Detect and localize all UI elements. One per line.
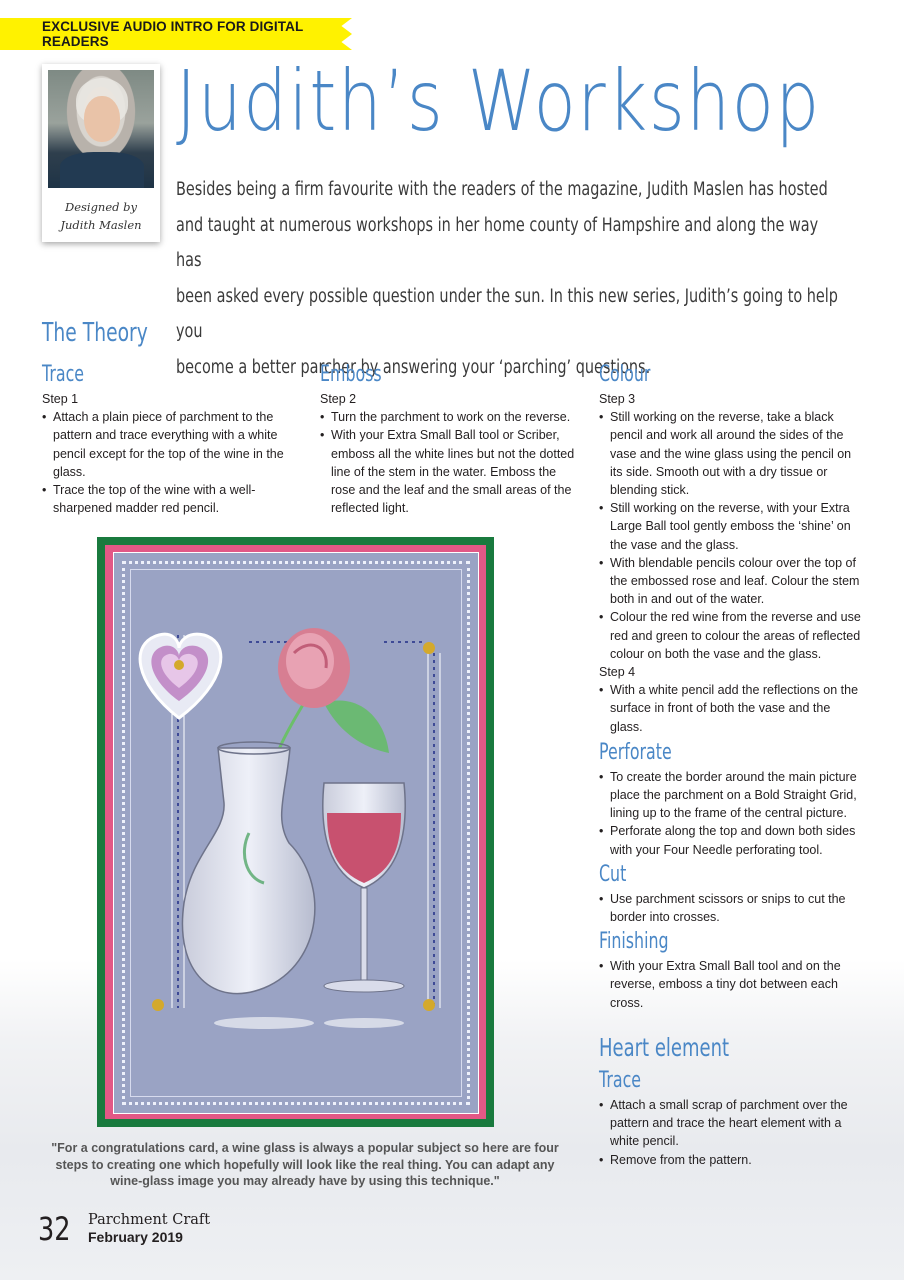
bullet-item: To create the border around the main pic… — [599, 768, 863, 823]
bullet-item: Use parchment scissors or snips to cut t… — [599, 890, 863, 926]
bullet-item: Perforate along the top and down both si… — [599, 822, 863, 858]
heading-trace: Trace — [42, 362, 85, 387]
lace-border — [122, 561, 470, 1105]
heading-perforate: Perforate — [599, 739, 672, 765]
intro-paragraph: Besides being a firm favourite with the … — [176, 172, 847, 385]
lace-inner-line — [130, 569, 462, 1097]
bullet-item: Attach a plain piece of parchment to the… — [42, 408, 292, 481]
emboss-bullets: Turn the parchment to work on the revers… — [320, 408, 582, 517]
magazine-name: Parchment Craft — [88, 1212, 211, 1228]
page-title: Judith’s Workshop — [176, 52, 821, 150]
bullet-item: With your Extra Small Ball tool and on t… — [599, 957, 863, 1012]
gold-stud — [152, 999, 164, 1011]
colour-bullets-step3: Still working on the reverse, take a bla… — [599, 408, 863, 663]
card-parchment-panel — [113, 552, 479, 1114]
intro-line: become a better parcher by answering you… — [176, 356, 651, 378]
gold-stud — [423, 999, 435, 1011]
gold-stud — [423, 642, 435, 654]
step-label: Step 1 — [42, 392, 79, 406]
heading-heart-element: Heart element — [599, 1033, 730, 1062]
wine-glass — [322, 782, 406, 993]
cut-bullets: Use parchment scissors or snips to cut t… — [599, 890, 863, 926]
bullet-item: With a white pencil add the reflections … — [599, 681, 863, 736]
step-label: Step 3 — [599, 392, 636, 406]
bullet-item: With your Extra Small Ball tool or Scrib… — [320, 426, 582, 517]
finishing-bullets: With your Extra Small Ball tool and on t… — [599, 957, 863, 1012]
card-artwork — [138, 628, 441, 1029]
step-label: Step 2 — [320, 392, 357, 406]
bullet-item: Still working on the reverse, take a bla… — [599, 408, 863, 499]
rose — [278, 628, 350, 708]
column-heart-element: Heart element Trace Attach a small scrap… — [599, 1030, 863, 1169]
step-label: Step 4 — [599, 665, 636, 680]
page-number: 32 — [38, 1210, 71, 1248]
heart-bullets: Attach a small scrap of parchment over t… — [599, 1096, 863, 1169]
heading-emboss: Emboss — [320, 362, 382, 387]
bullet-item: Remove from the pattern. — [599, 1151, 863, 1169]
designer-name: Judith Maslen — [60, 218, 142, 232]
intro-line: and taught at numerous workshops in her … — [176, 214, 819, 272]
heading-colour: Colour — [599, 362, 651, 387]
designer-caption: Designed by Judith Maslen — [42, 198, 160, 234]
vase — [181, 741, 316, 995]
bullet-item: Attach a small scrap of parchment over t… — [599, 1096, 863, 1151]
bullet-item: Turn the parchment to work on the revers… — [320, 408, 582, 426]
audio-intro-banner[interactable]: EXCLUSIVE AUDIO INTRO FOR DIGITAL READER… — [0, 18, 352, 50]
heading-cut: Cut — [599, 861, 627, 887]
bullet-item: Still working on the reverse, with your … — [599, 499, 863, 554]
designer-photo — [48, 70, 154, 188]
column-emboss: Emboss Step 2 Turn the parchment to work… — [320, 360, 582, 517]
column-trace: Trace Step 1 Attach a plain piece of par… — [42, 360, 292, 517]
heading-heart-trace: Trace — [599, 1068, 642, 1093]
lace-heart — [138, 632, 223, 720]
column-colour: Colour Step 3 Still working on the rever… — [599, 360, 863, 1012]
cross-border — [171, 635, 441, 1008]
bullet-item: Trace the top of the wine with a well-sh… — [42, 481, 292, 517]
trace-bullets: Attach a plain piece of parchment to the… — [42, 408, 292, 517]
designer-photo-card: Designed by Judith Maslen — [42, 64, 160, 242]
issue-date: February 2019 — [88, 1229, 183, 1245]
colour-bullets-step4: With a white pencil add the reflections … — [599, 681, 863, 736]
intro-line: been asked every possible question under… — [176, 285, 838, 343]
designer-caption-line1: Designed by — [64, 200, 138, 214]
perforate-bullets: To create the border around the main pic… — [599, 768, 863, 859]
heading-finishing: Finishing — [599, 929, 669, 955]
section-heading-theory: The Theory — [42, 318, 148, 348]
intro-line: Besides being a firm favourite with the … — [176, 179, 828, 200]
bullet-item: Colour the red wine from the reverse and… — [599, 608, 863, 663]
banner-text: EXCLUSIVE AUDIO INTRO FOR DIGITAL READER… — [42, 19, 304, 49]
bullet-item: With blendable pencils colour over the t… — [599, 554, 863, 609]
card-photo — [97, 537, 494, 1127]
card-caption-quote: "For a congratulations card, a wine glas… — [51, 1141, 559, 1188]
